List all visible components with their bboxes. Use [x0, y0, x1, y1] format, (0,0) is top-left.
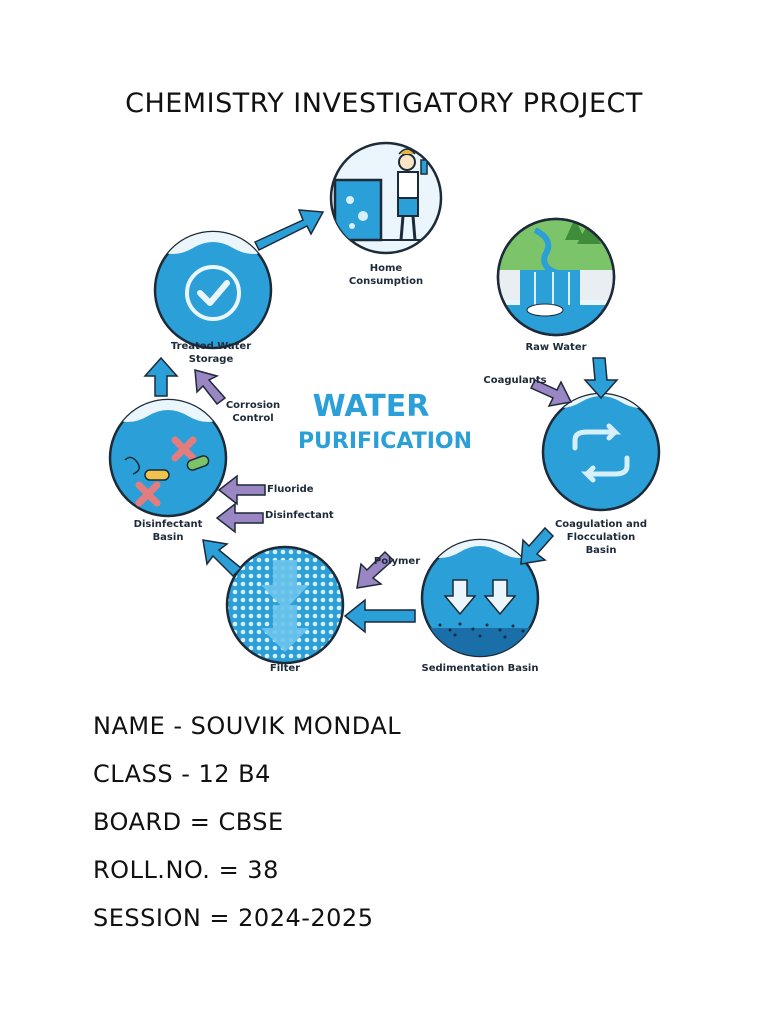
stage-label-coag-line1: Coagulation and — [555, 519, 647, 530]
stage-label-raw-water: Raw Water — [525, 342, 586, 353]
arrow-corrosion — [194, 368, 227, 406]
arrow-fluoride — [217, 474, 266, 506]
stage-label-dis-line2: Basin — [153, 532, 184, 543]
stage-label-home-line2: Consumption — [349, 276, 423, 287]
arrow-coagulants — [529, 379, 573, 408]
student-name: Name - Souvik Mondal — [93, 712, 402, 740]
home-consumption-stage — [329, 141, 443, 255]
input-label-disinfectant: Disinfectant — [265, 510, 334, 521]
filter-stage — [225, 545, 345, 665]
student-board: Board = CBSE — [93, 808, 284, 836]
input-label-fluoride: Fluoride — [267, 484, 314, 495]
arrow-filter-to-dis — [202, 539, 243, 578]
arrow-polymer — [356, 550, 395, 589]
arrow-raw-to-coag — [583, 357, 619, 400]
stage-label-coag-line2: Flocculation — [567, 532, 635, 543]
diagram-heading-water: WATER — [313, 389, 430, 424]
raw-water-stage — [496, 217, 616, 337]
stage-label-store-line1: Treated Water — [171, 341, 251, 352]
input-label-corrosion-line2: Control — [232, 413, 273, 424]
stage-label-sedimentation: Sedimentation Basin — [422, 663, 539, 674]
stage-label-store-line2: Storage — [189, 354, 234, 365]
input-arrows — [194, 368, 573, 589]
stage-label-home-line1: Home — [370, 263, 403, 274]
disinfectant-basin-stage — [108, 398, 228, 518]
stage-label-coag-line3: Basin — [586, 545, 617, 556]
student-class: Class - 12 B4 — [93, 760, 271, 788]
arrow-disinfectant — [215, 502, 264, 534]
arrow-coag-to-sed — [520, 526, 555, 565]
input-label-corrosion-line1: Corrosion — [226, 400, 280, 411]
water-purification-diagram: Home Consumption Raw Water Coagulation a… — [108, 141, 661, 674]
page-title: Chemistry Investigatory Project — [125, 88, 643, 119]
treated-water-storage-stage — [153, 230, 273, 350]
arrow-sed-to-filter — [343, 598, 416, 634]
stage-label-dis-line1: Disinfectant — [134, 519, 203, 530]
student-roll-no: Roll.No. = 38 — [93, 856, 279, 884]
stage-label-filter: Filter — [270, 663, 300, 674]
flow-arrows — [143, 209, 619, 634]
coagulation-stage — [541, 392, 661, 512]
diagram-heading-purification: PURIFICATION — [298, 429, 472, 454]
arrow-storage-to-home — [253, 209, 325, 252]
arrow-dis-to-storage — [143, 356, 179, 397]
input-label-polymer: Polymer — [374, 556, 420, 567]
student-info: Name - Souvik Mondal Class - 12 B4 Board… — [93, 702, 401, 942]
input-label-coagulants: Coagulants — [483, 375, 546, 386]
student-session: Session = 2024-2025 — [93, 904, 374, 932]
